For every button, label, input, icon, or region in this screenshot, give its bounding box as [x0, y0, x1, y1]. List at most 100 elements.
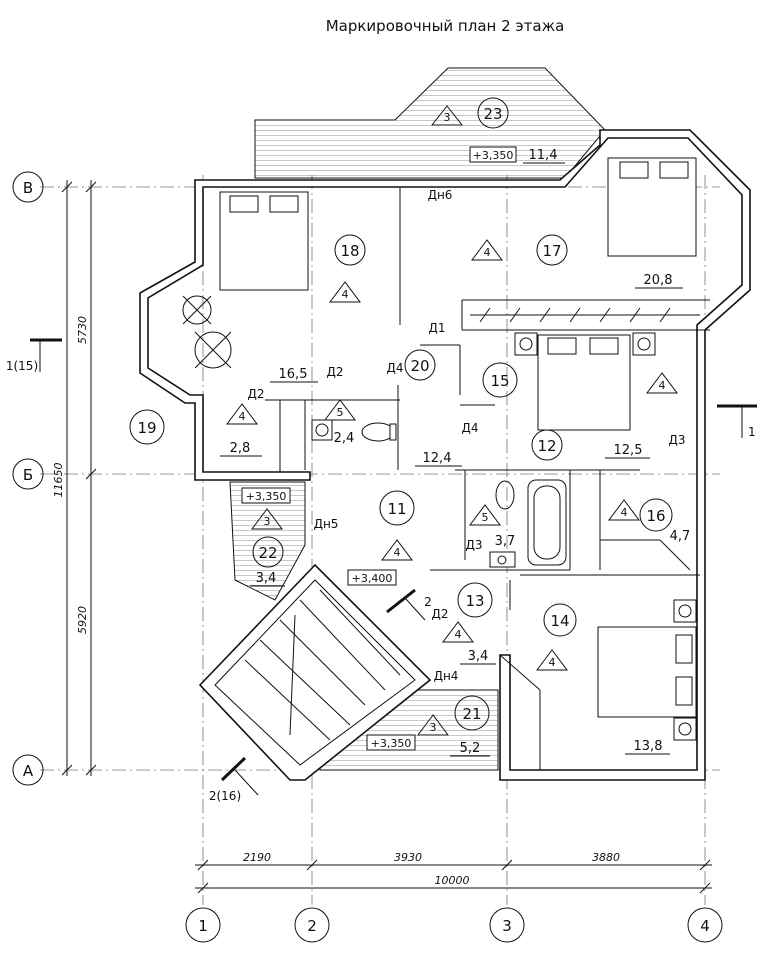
label-stair-landing: 4 3,4	[442, 621, 496, 665]
svg-text:Д3: Д3	[465, 538, 482, 552]
svg-text:10000: 10000	[435, 874, 470, 887]
svg-text:20,8: 20,8	[644, 273, 673, 288]
label-room-18: 18 4 16,5	[270, 234, 366, 383]
svg-text:5: 5	[337, 406, 344, 419]
axis-bubble-row-a: А	[12, 754, 44, 786]
bed-14	[597, 599, 697, 741]
svg-text:4: 4	[659, 379, 666, 392]
svg-text:3880: 3880	[592, 851, 620, 864]
svg-text:3,4: 3,4	[468, 649, 489, 664]
svg-text:4: 4	[239, 410, 246, 423]
label-room-12: 12 4 12,5	[531, 372, 678, 461]
label-room-22: 22 3 +3,350 3,4	[241, 487, 291, 587]
interior-partitions	[265, 187, 710, 770]
svg-text:Б: Б	[23, 466, 33, 484]
svg-text:16: 16	[646, 507, 665, 525]
exterior-walls	[139, 129, 751, 781]
svg-text:В: В	[23, 179, 33, 197]
svg-text:3: 3	[502, 917, 512, 935]
sink-icon	[311, 419, 516, 568]
axis-bubble-col-3: 3	[489, 907, 525, 943]
svg-text:3,7: 3,7	[495, 534, 516, 549]
svg-text:3: 3	[444, 111, 451, 124]
svg-text:11,4: 11,4	[529, 148, 558, 163]
svg-text:2(16): 2(16)	[209, 789, 241, 803]
svg-text:Д2: Д2	[326, 365, 343, 379]
svg-text:5920: 5920	[76, 606, 89, 634]
label-room-16: 16 4 4,7	[608, 498, 691, 544]
label-room-23: 23 3 +3,350 11,4	[430, 97, 565, 164]
section-mark-1: 1(15) 1	[6, 338, 757, 439]
svg-text:5,2: 5,2	[460, 741, 481, 756]
svg-text:12,4: 12,4	[423, 451, 452, 466]
svg-text:4: 4	[621, 506, 628, 519]
svg-text:Д4: Д4	[461, 421, 478, 435]
svg-text:12,5: 12,5	[614, 443, 643, 458]
svg-text:+3,350: +3,350	[473, 149, 514, 162]
label-room-13: 13 5 3,7	[457, 504, 516, 618]
svg-text:2: 2	[307, 917, 317, 935]
svg-text:3930: 3930	[394, 851, 422, 864]
label-room-17: 17 4 20,8	[471, 234, 683, 289]
label-room-14: 14 4 13,8	[536, 603, 670, 755]
dimension-chain-bottom: 2190 3930 3880 10000	[195, 851, 712, 894]
svg-text:17: 17	[542, 242, 561, 260]
label-room-11: 11 4 +3,400	[347, 490, 415, 586]
wardrobe-17	[470, 307, 700, 323]
svg-text:2: 2	[424, 595, 432, 609]
dimension-chain-left: 5730 11650 5920	[52, 180, 97, 776]
svg-text:14: 14	[550, 612, 569, 630]
svg-text:А: А	[23, 762, 34, 780]
svg-text:1: 1	[198, 917, 208, 935]
svg-text:4,7: 4,7	[670, 529, 691, 544]
svg-text:4: 4	[549, 656, 556, 669]
svg-text:Д1: Д1	[428, 321, 445, 335]
svg-text:4: 4	[455, 628, 462, 641]
svg-text:1: 1	[748, 425, 756, 439]
svg-text:5: 5	[482, 511, 489, 524]
bed-18	[219, 191, 309, 291]
door-marks: Дн6 Д1 Д2 Д2 Д4 Д4 Д3 Д3 Дн5 Д2 Дн4	[247, 188, 685, 683]
svg-text:21: 21	[462, 705, 481, 723]
bed-17	[607, 157, 697, 257]
svg-text:Д2: Д2	[247, 387, 264, 401]
balcony-23	[254, 67, 606, 179]
label-room-19: 19 4 2,8	[129, 403, 262, 457]
bathtub-icon	[527, 479, 567, 566]
svg-text:11650: 11650	[52, 463, 65, 498]
label-room-15: 15 12,4	[415, 362, 518, 467]
svg-text:2190: 2190	[243, 851, 271, 864]
svg-text:Дн6: Дн6	[428, 188, 453, 202]
svg-text:15: 15	[490, 372, 509, 390]
axis-bubble-col-4: 4	[687, 907, 723, 943]
svg-text:Д4: Д4	[386, 361, 403, 375]
svg-text:3: 3	[430, 721, 437, 734]
svg-text:Д2: Д2	[431, 607, 448, 621]
svg-text:11: 11	[387, 500, 406, 518]
svg-text:19: 19	[137, 419, 156, 437]
svg-text:3: 3	[264, 515, 271, 528]
svg-text:4: 4	[342, 288, 349, 301]
toilet-icon	[361, 422, 515, 510]
axis-bubble-row-v: В	[12, 171, 44, 203]
svg-text:Д3: Д3	[668, 433, 685, 447]
bed-15	[514, 332, 656, 431]
svg-text:13: 13	[465, 592, 484, 610]
svg-text:20: 20	[410, 357, 429, 375]
svg-text:18: 18	[340, 242, 359, 260]
svg-text:4: 4	[394, 546, 401, 559]
svg-text:5730: 5730	[76, 316, 89, 344]
svg-text:12: 12	[537, 437, 556, 455]
section-mark-2: 2 2(16)	[209, 588, 432, 803]
svg-text:13,8: 13,8	[634, 739, 663, 754]
svg-text:23: 23	[483, 105, 502, 123]
axis-bubble-col-1: 1	[185, 907, 221, 943]
axis-bubble-col-2: 2	[294, 907, 330, 943]
svg-text:4: 4	[700, 917, 710, 935]
svg-text:2,8: 2,8	[230, 441, 251, 456]
svg-text:Дн5: Дн5	[314, 517, 339, 531]
stair-block	[198, 563, 432, 781]
plant-icon	[182, 295, 232, 369]
svg-text:2,4: 2,4	[334, 431, 355, 446]
